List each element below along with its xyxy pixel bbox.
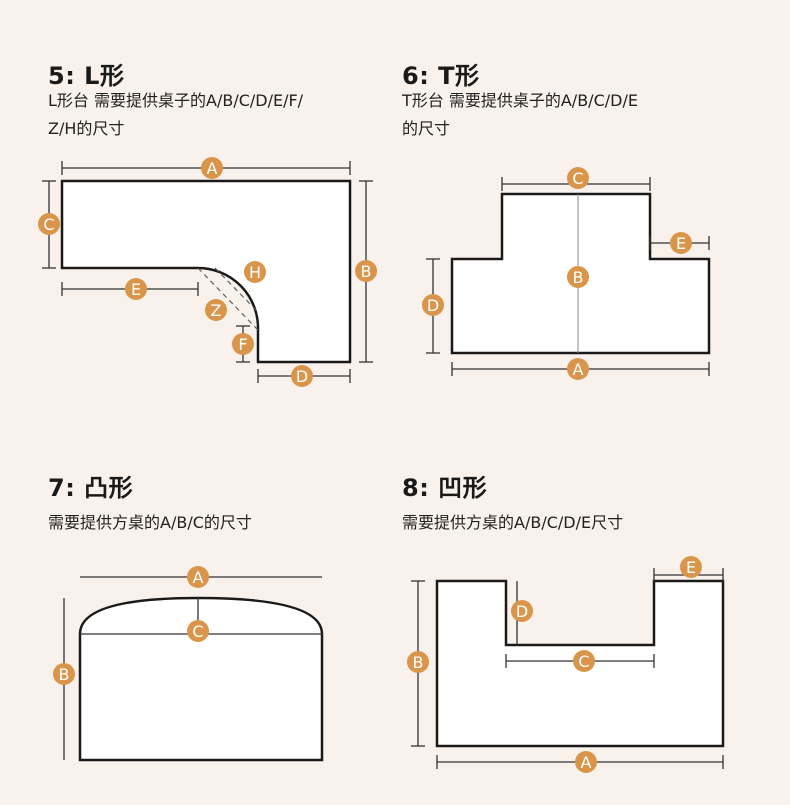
svg-text:B: B — [361, 262, 372, 281]
concave-shape-diagram: A B C D E — [407, 556, 725, 773]
l-dim-h-line — [214, 267, 259, 313]
svg-text:Z: Z — [211, 301, 222, 320]
svg-text:B: B — [413, 653, 424, 672]
t-badge-b: B — [567, 266, 589, 288]
t-shape-description-line1: T形台 需要提供桌子的A/B/C/D/E — [402, 91, 638, 110]
concave-badge-e: E — [680, 556, 702, 578]
t-badge-d: D — [422, 294, 444, 316]
svg-text:E: E — [131, 280, 141, 299]
convex-badge-c: C — [187, 620, 209, 642]
l-badge-a: A — [201, 157, 223, 179]
l-badge-h: H — [244, 261, 266, 283]
svg-text:D: D — [427, 296, 439, 315]
svg-text:A: A — [207, 159, 218, 178]
t-shape-description-line2: 的尺寸 — [402, 119, 451, 138]
svg-text:C: C — [578, 652, 589, 671]
l-shape-outline — [60, 179, 352, 364]
svg-text:C: C — [192, 622, 203, 641]
svg-text:E: E — [676, 234, 686, 253]
svg-text:A: A — [193, 568, 204, 587]
svg-text:C: C — [43, 215, 54, 234]
l-badge-d: D — [291, 365, 313, 387]
concave-badge-a: A — [575, 751, 597, 773]
convex-shape-title: 7: 凸形 — [48, 474, 134, 502]
t-badge-e: E — [670, 232, 692, 254]
svg-text:D: D — [296, 367, 308, 386]
l-shape-description-line2: Z/H的尺寸 — [48, 119, 125, 138]
convex-shape-diagram: A B C — [53, 566, 324, 762]
svg-text:A: A — [581, 753, 592, 772]
svg-text:H: H — [249, 263, 261, 282]
l-badge-z: Z — [205, 299, 227, 321]
convex-badge-a: A — [187, 566, 209, 588]
svg-text:C: C — [572, 169, 583, 188]
svg-text:D: D — [516, 602, 528, 621]
concave-shape-title: 8: 凹形 — [402, 474, 488, 502]
l-badge-f: F — [232, 333, 254, 355]
svg-text:E: E — [686, 558, 696, 577]
convex-shape-description: 需要提供方桌的A/B/C的尺寸 — [48, 513, 252, 532]
l-badge-e: E — [125, 278, 147, 300]
t-shape-title: 6: T形 — [402, 62, 480, 90]
svg-text:B: B — [59, 665, 70, 684]
concave-badge-b: B — [407, 651, 429, 673]
l-shape-description-line1: L形台 需要提供桌子的A/B/C/D/E/F/ — [48, 91, 304, 110]
svg-text:F: F — [238, 335, 247, 354]
concave-badge-d: D — [511, 600, 533, 622]
l-shape-diagram: A B C D E F Z H — [38, 157, 377, 387]
svg-text:A: A — [573, 360, 584, 379]
concave-badge-c: C — [573, 650, 595, 672]
l-badge-b: B — [355, 260, 377, 282]
convex-badge-b: B — [53, 663, 75, 685]
concave-shape-description: 需要提供方桌的A/B/C/D/E尺寸 — [402, 513, 624, 532]
svg-text:B: B — [573, 268, 584, 287]
l-shape-title: 5: L形 — [48, 62, 125, 90]
t-badge-a: A — [567, 358, 589, 380]
t-badge-c: C — [567, 167, 589, 189]
convex-shape-outline — [78, 596, 324, 762]
t-shape-diagram: A B C D E — [422, 167, 711, 380]
l-badge-c: C — [38, 213, 60, 235]
